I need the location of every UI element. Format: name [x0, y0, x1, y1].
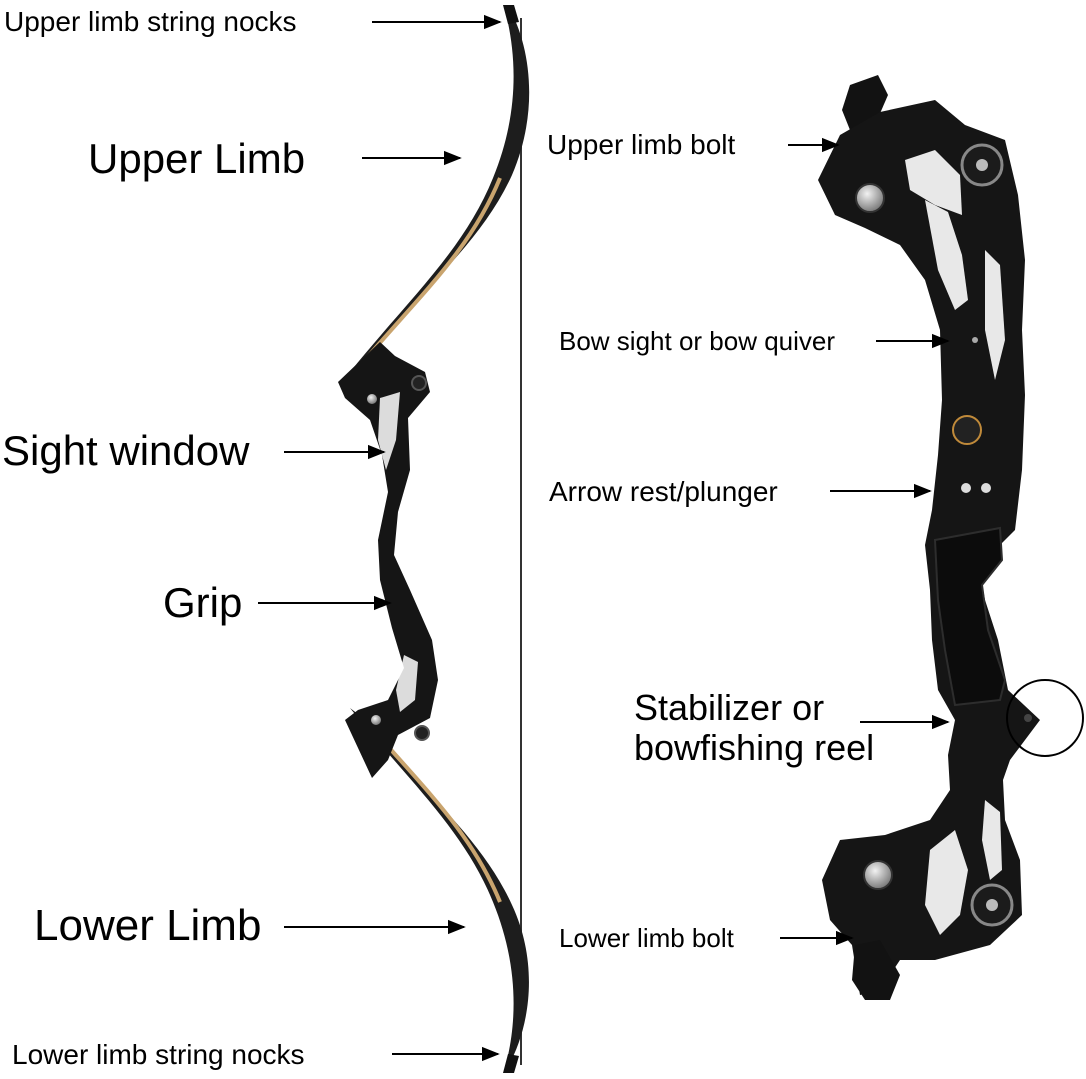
riser-grip	[933, 526, 1007, 707]
riser-lower-side-cutout	[982, 800, 1002, 880]
label-stabilizer-line1: Stabilizer or	[634, 687, 825, 728]
arrow-rest-hole-1	[961, 483, 971, 493]
riser-side-cutout	[985, 250, 1005, 380]
upper-limb-bolt-head	[855, 183, 885, 213]
lower-limb-adjuster-center	[986, 899, 998, 911]
riser-medallion	[952, 415, 982, 445]
upper-limb-laminate	[358, 177, 502, 368]
label-stabilizer-group: Stabilizer or bowfishing reel	[634, 688, 874, 768]
label-upper-limb: Upper Limb	[88, 135, 306, 182]
arrow-rest-hole-2	[981, 483, 991, 493]
small-lower-limb-bolt	[371, 715, 381, 725]
label-lower-limb: Lower Limb	[34, 901, 262, 950]
pointer-arrows	[258, 14, 950, 1062]
label-bow-sight-or-bow-quiver: Bow sight or bow quiver	[559, 326, 836, 356]
small-lower-limb-knob	[414, 725, 430, 741]
label-sight-window: Sight window	[2, 427, 250, 474]
label-lower-limb-string-nocks: Lower limb string nocks	[12, 1039, 305, 1070]
label-upper-limb-string-nocks: Upper limb string nocks	[4, 6, 297, 37]
full-bow	[338, 5, 530, 1073]
riser-upper-cutout	[905, 150, 962, 215]
lower-limb-bolt-head	[863, 860, 893, 890]
riser-closeup	[818, 75, 1084, 1000]
small-upper-limb-bolt	[367, 394, 377, 404]
stabilizer-hole	[1024, 714, 1032, 722]
lower-limb-pocket	[852, 940, 900, 1000]
upper-limb-string-nock	[503, 5, 519, 24]
sight-mount-hole	[972, 337, 978, 343]
label-lower-limb-bolt: Lower limb bolt	[559, 923, 734, 953]
label-upper-limb-bolt: Upper limb bolt	[547, 129, 736, 160]
label-arrow-rest-plunger: Arrow rest/plunger	[549, 476, 778, 507]
small-upper-limb-knob	[411, 375, 427, 391]
upper-limb-adjuster-center	[976, 159, 988, 171]
label-grip: Grip	[163, 579, 243, 626]
riser-window-cutout	[925, 200, 968, 310]
stabilizer-callout-circle	[1006, 679, 1084, 757]
small-riser-lower-cutout	[396, 655, 418, 712]
riser-lower-cutout	[925, 830, 968, 935]
lower-limb-string-nock	[503, 1054, 519, 1073]
riser-body	[818, 100, 1040, 995]
label-stabilizer-line2: bowfishing reel	[634, 727, 875, 768]
upper-limb	[350, 8, 530, 372]
